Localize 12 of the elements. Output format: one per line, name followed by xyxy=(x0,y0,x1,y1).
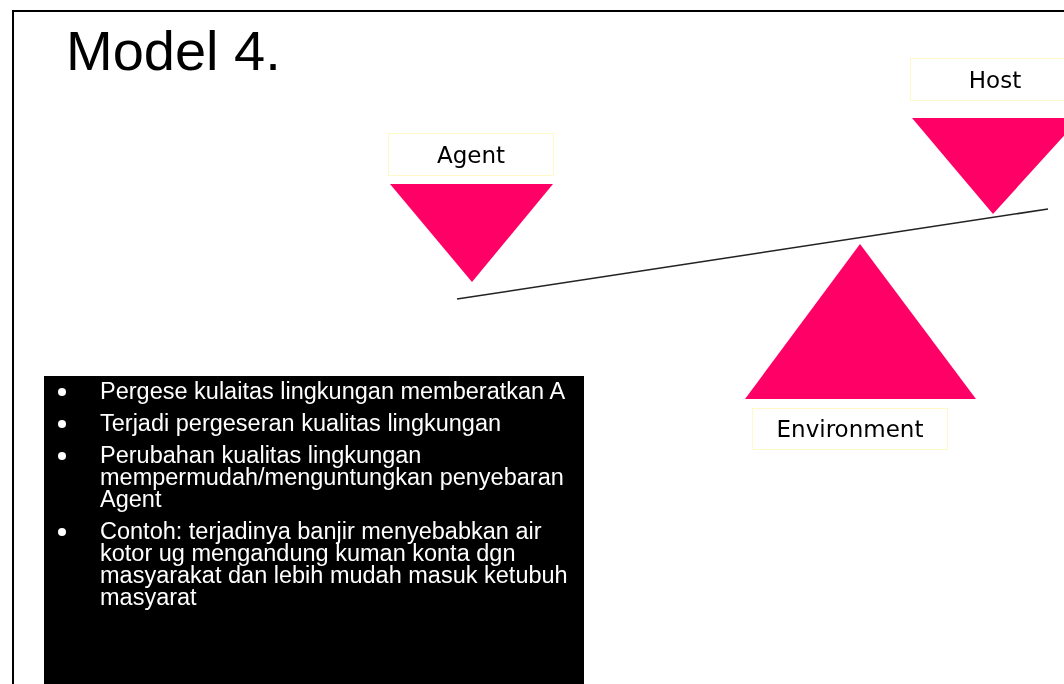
label-box xyxy=(752,408,948,450)
slide-title: Model 4. xyxy=(66,18,281,84)
label-text: Agent xyxy=(436,141,506,168)
bullet-text: Perubahan kualitas lingkungan mempermudah/menguntungkan penyebaran Agent xyxy=(100,444,565,510)
bullet-text: Pergese kulaitas lingkungan memberatkan A xyxy=(100,380,567,402)
bullet-text: Terjadi pergeseran kualitas lingkungan xyxy=(100,412,503,434)
text-panel xyxy=(44,376,584,684)
label-box xyxy=(910,58,1064,101)
bullet-text: Contoh: terjadinya banjir menyebabkan air kotor ug mengandung kuman konta dgn masyarakat dan lebih mudah masuk ketubuh masyarat xyxy=(100,520,569,608)
label-text: Host xyxy=(968,66,1022,93)
label-box xyxy=(388,133,554,176)
label-text: Environment xyxy=(776,416,924,442)
